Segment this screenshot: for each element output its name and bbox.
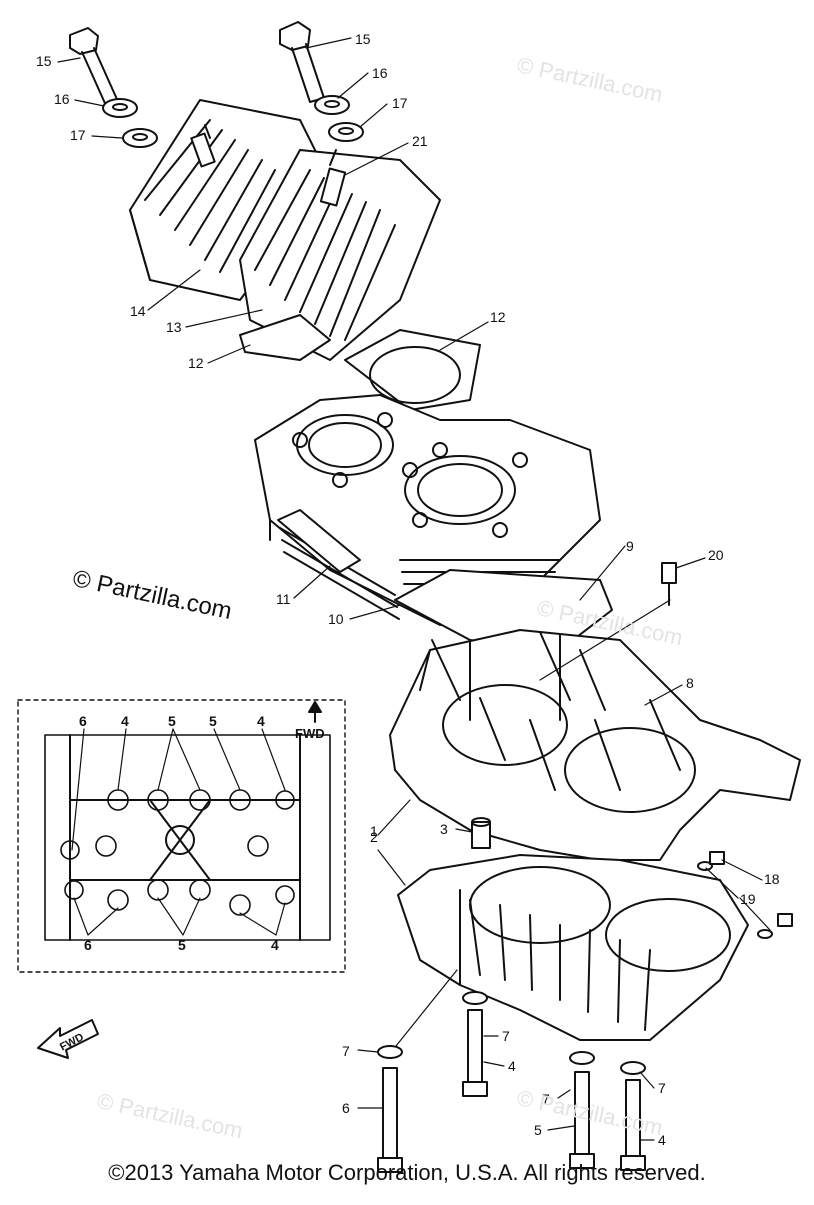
bolt-15-left [69,27,121,111]
callout-4-b: 4 [658,1132,666,1148]
callout-15-left: 15 [36,53,52,69]
washer-16-right [314,95,350,115]
inset-label-5-top: 5 [168,713,176,729]
inset-bolt-holes [60,789,295,916]
callout-21: 21 [412,133,428,149]
leader-lines [57,37,771,1141]
callout-16-left: 16 [54,91,70,107]
base-gasket-11 [277,509,361,573]
inset-label-6-top: 6 [79,713,87,729]
callout-14: 14 [130,303,146,319]
callout-20: 20 [708,547,724,563]
callout-7-d: 7 [658,1080,666,1096]
bolt-4-b [620,1079,646,1171]
inset-label-5-top-b: 5 [209,713,217,729]
inset-label-6-bottom: 6 [84,937,92,953]
callout-1: 1 [370,823,378,839]
dowel-3 [471,817,491,849]
callout-17-left: 17 [70,127,86,143]
bolt-15-right [279,21,325,103]
inset-fwd-label: FWD [295,726,325,741]
copyright-text: ©2013 Yamaha Motor Corporation, U.S.A. A… [108,1160,706,1185]
washer-16-left [102,98,138,118]
callout-11: 11 [276,591,291,607]
callout-18: 18 [764,871,780,887]
callout-2: 2 [370,829,378,845]
callout-12-left: 12 [188,355,204,371]
bolt-6 [377,1067,403,1173]
callout-13: 13 [166,319,182,335]
callout-7-c: 7 [542,1091,550,1107]
bolt-20 [661,562,677,606]
callout-8: 8 [686,675,694,691]
callout-4-a: 4 [508,1058,516,1074]
inset-label-4-top-b: 4 [257,713,265,729]
callout-19: 19 [740,891,756,907]
callout-7-b: 7 [342,1043,350,1059]
callout-15-right: 15 [355,31,371,47]
callout-10: 10 [328,611,344,627]
callout-3: 3 [440,821,448,837]
callout-7-a: 7 [502,1028,510,1044]
bolt-4-a [462,1009,488,1097]
inset-label-5-bottom: 5 [178,937,186,953]
callout-12-right: 12 [490,309,506,325]
inset-label-4-bottom: 4 [271,937,279,953]
crankcase-lower-2 [397,854,749,1041]
inset-box [17,699,346,973]
washer-19 [697,861,773,939]
inset-leaders [71,728,286,936]
washer-17-right [328,122,364,142]
callout-labels: 15 16 17 15 16 17 21 14 13 12 12 11 10 9… [36,31,780,1148]
bolt-5 [569,1071,595,1169]
inset-label-4-top: 4 [121,713,129,729]
washer-7-a [462,991,488,1005]
callout-5: 5 [534,1122,542,1138]
washer-7-b [377,1045,403,1059]
inset-labels: 6 4 5 5 4 6 5 4 FWD [79,713,325,953]
bolt-18 [709,851,793,927]
washer-7-d [620,1061,646,1075]
callout-16-right: 16 [372,65,388,81]
cylinder-head-13 [239,149,441,361]
washer-17-left [122,128,158,148]
callout-17-right: 17 [392,95,408,111]
crankcase-upper-1 [389,629,801,861]
spark-plug-21 [319,149,347,207]
head-gasket-12-right [344,329,481,411]
studs-8 [431,631,681,791]
inset-fwd-arrow-icon [308,701,322,723]
callout-9: 9 [626,538,634,554]
spark-plug-left [190,124,216,168]
washer-7-c [569,1051,595,1065]
callout-6: 6 [342,1100,350,1116]
fwd-arrow-icon [37,1019,99,1059]
head-gasket-12-left [239,314,331,361]
